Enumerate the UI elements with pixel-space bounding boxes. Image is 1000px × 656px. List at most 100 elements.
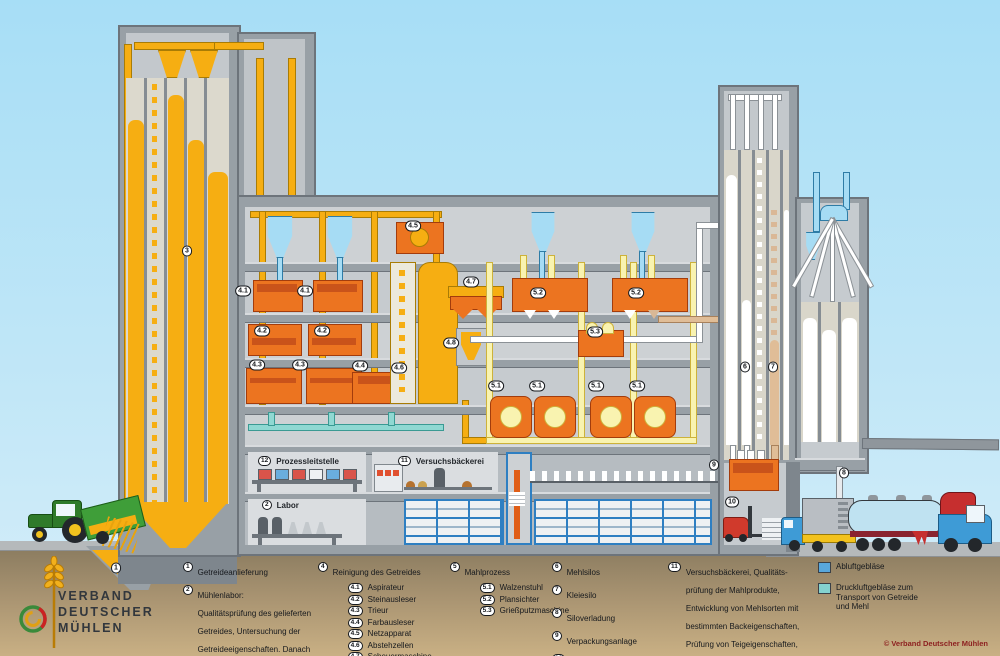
lab-flask [302,522,312,534]
monitor [258,469,272,480]
pallet-stack [762,518,782,540]
air-pipe [813,172,820,232]
lab-mixer [272,517,282,534]
oven-door [393,470,399,476]
grain-column [208,172,228,504]
silo-separator [738,150,741,460]
flour-pipe [728,94,782,101]
oven [374,464,403,492]
pipe-horizontal [214,42,264,50]
bakery-counter [404,487,492,490]
legend-number: 4.6 [347,640,363,651]
monitor [326,469,340,480]
diagram-marker-4.5: 4.5 [405,220,421,232]
road-right [766,542,1000,557]
loading-canopy [861,438,1000,451]
legend-number: 4.5 [347,629,363,639]
truck-wheel [836,541,847,552]
box-truck-vents [838,502,848,530]
copyright-note: © Verband Deutscher Mühlen [883,639,988,648]
diagram-marker-5.1: 5.1 [629,380,645,392]
flour-column [726,175,737,445]
silo-separator [818,302,821,442]
grain-column [168,95,184,504]
lab-desk [252,534,342,538]
legend-item-body: Mehlsilos [567,562,600,580]
abstehzelle-grain-flow [399,270,405,392]
machine-detail [312,338,356,345]
room-name: Versuchsbäckerei [415,456,484,466]
pipe-vertical [371,211,378,375]
color-key-item: Abluftgebläse [818,562,918,573]
silo-separator [204,78,207,504]
room-name: Prozessleitstelle [276,456,339,466]
mill-rollers [644,406,666,428]
legend-text: Grießputzmaschine [499,606,570,615]
tanker-tank [848,500,944,534]
room-number: 12 [258,456,272,466]
flour-outlet [624,310,636,319]
legend-item-body: Verpackungsanlage [567,631,637,649]
machine-detail [250,378,296,383]
legend-item-body: Getreideanlieferung [198,562,268,580]
diagram-marker-4.6: 4.6 [391,362,407,374]
legend-number: 7 [552,585,562,595]
oven-door [385,470,391,476]
legend-number: 4.4 [347,617,363,628]
legend-item-body: Siloverladung [567,608,615,626]
oven-door [377,470,383,476]
flour-pipe [730,94,736,150]
legend-text: Aspirateur [367,583,405,592]
machine-cylinder [602,322,614,334]
truck-wheel [872,538,885,551]
legend-text: Mahlprozess [464,568,510,577]
truck-wheel [856,538,869,551]
bran-flow [771,210,777,340]
flour-outlet [548,310,560,319]
cyclone-filter [631,212,655,252]
silo-separator [164,78,167,504]
diagram-marker-5.1: 5.1 [588,380,604,392]
machine-hopper [452,308,474,319]
pressure-air-stub [328,412,335,426]
flour-column [803,318,817,442]
desk-leg [353,484,357,492]
room-number: 11 [398,456,411,466]
diagram-marker-5.1: 5.1 [488,380,504,392]
forklift-mast [748,506,752,538]
plansichter-machine [512,278,588,312]
lab-room-label: 2 Labor [262,500,299,510]
flour-elevator [757,158,762,445]
grain-column [188,140,204,504]
legend-text: Steinausleser [367,594,417,604]
color-key-item: Druckluftgebläse zum Transport von Getre… [818,583,918,612]
truck-wheel [968,538,982,552]
diagram-marker-4.4: 4.4 [352,360,368,372]
air-pipe [843,172,850,210]
diagram-marker-4.1: 4.1 [235,285,251,297]
legend-text: Mehlsilos [566,568,600,577]
legend-number: 5.2 [479,594,495,605]
forklift-wheel [725,534,733,542]
legend-item-body: Kleiesilo [567,585,597,603]
legend-text: Versuchsbäckerei, Qualitäts- prüfung der… [685,568,800,649]
color-swatch [818,562,831,573]
logo-line-3: MÜHLEN [58,621,124,635]
box-truck-platform [802,534,856,543]
diagram-marker-4.2: 4.2 [314,325,330,337]
legend-number: 2 [183,585,193,595]
storage-rack [534,499,712,545]
legend-text: Walzenstuhl [499,583,543,592]
tractor-window [56,504,75,516]
flour-pipe [772,94,778,150]
diagram-marker-5.1: 5.1 [529,380,545,392]
control-room-label: 12 Prozessleitstelle [258,456,339,466]
diagram-marker-8: 8 [839,467,849,479]
